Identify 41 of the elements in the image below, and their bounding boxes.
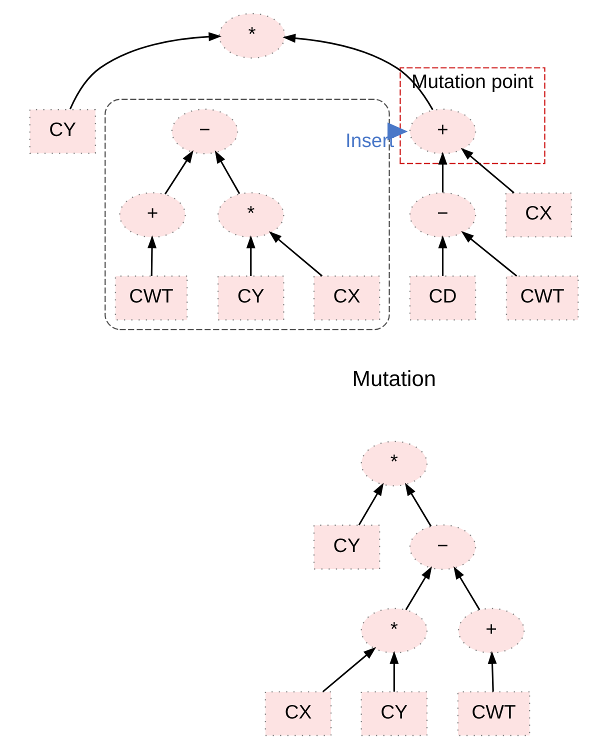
arrow (488, 651, 497, 692)
node-ellipse: − (409, 524, 476, 570)
label: Mutation (352, 366, 436, 391)
node-box: CX (264, 691, 332, 736)
arrow (164, 150, 194, 195)
arrow (390, 651, 399, 692)
arrow (460, 148, 514, 194)
node-ellipse: + (458, 608, 525, 654)
arrow (405, 566, 432, 610)
node-box: CY (360, 691, 428, 736)
node-ellipse: − (171, 108, 238, 154)
node-ellipse: * (360, 440, 428, 486)
arrow (454, 566, 480, 610)
node-ellipse: * (360, 608, 428, 654)
node-box: CY (29, 108, 96, 154)
arrow (438, 152, 448, 192)
arrow (148, 235, 157, 276)
arrow (404, 482, 432, 527)
node-box: CWT (506, 276, 579, 320)
arrow (268, 231, 323, 277)
node-box: CWT (457, 691, 530, 736)
node-box: CY (217, 276, 284, 320)
node-ellipse: − (409, 192, 476, 238)
arrow (438, 235, 448, 276)
node-ellipse: * (217, 192, 284, 238)
arrow (322, 646, 376, 692)
node-box: CY (313, 524, 380, 570)
node-ellipse: * (218, 13, 286, 59)
arrow (214, 150, 240, 194)
node-box: CX (313, 276, 380, 320)
arrow (358, 482, 384, 526)
arrow (282, 34, 434, 110)
arrow (246, 235, 256, 276)
arrow (69, 32, 222, 110)
node-box: CX (505, 192, 572, 238)
node-box: CWT (114, 276, 188, 320)
node-box: CD (409, 276, 476, 320)
node-ellipse: + (409, 108, 476, 154)
arrow (461, 231, 518, 277)
arrow (387, 122, 408, 140)
node-ellipse: + (119, 192, 186, 238)
